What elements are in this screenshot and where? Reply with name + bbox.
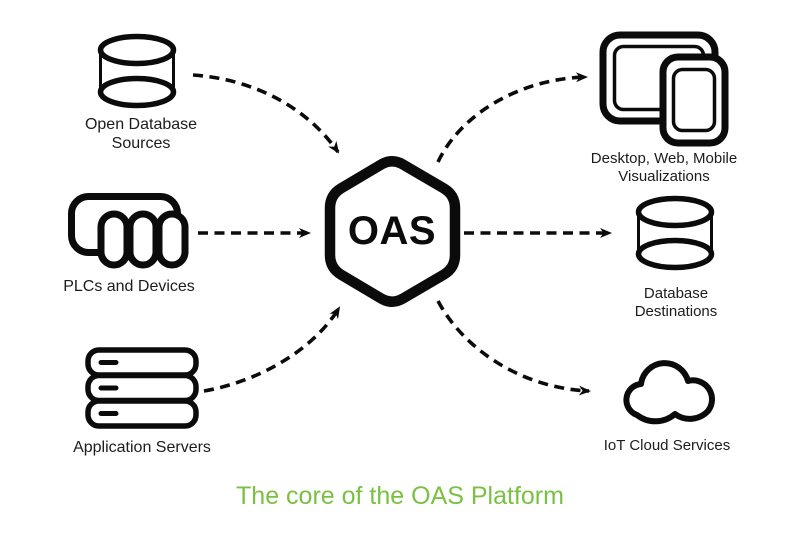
screens-icon bbox=[599, 31, 729, 147]
oas-core-label: OAS bbox=[347, 209, 437, 253]
visualizations-label: Desktop, Web, Mobile Visualizations bbox=[590, 150, 738, 185]
database-icon bbox=[97, 33, 177, 109]
cloud-icon bbox=[623, 360, 715, 425]
server-stack-icon bbox=[85, 347, 199, 429]
plcs-and-devices-label: PLCs and Devices bbox=[63, 278, 195, 295]
application-servers-label: Application Servers bbox=[73, 439, 211, 456]
arrow-open-db-to-oas bbox=[192, 73, 340, 154]
arrow-oas-to-iot bbox=[436, 300, 591, 396]
plc-icon bbox=[68, 193, 189, 269]
database-destinations-label: Database Destinations bbox=[634, 285, 718, 320]
database-icon bbox=[635, 195, 715, 271]
open-database-sources-label: Open Database Sources bbox=[84, 116, 198, 152]
hexagon-icon bbox=[324, 156, 461, 307]
diagram-caption: The core of the OAS Platform bbox=[236, 482, 564, 510]
arrow-oas-to-visualizations bbox=[436, 72, 588, 163]
iot-cloud-services-label: IoT Cloud Services bbox=[603, 437, 731, 454]
arrow-servers-to-oas bbox=[203, 306, 341, 393]
